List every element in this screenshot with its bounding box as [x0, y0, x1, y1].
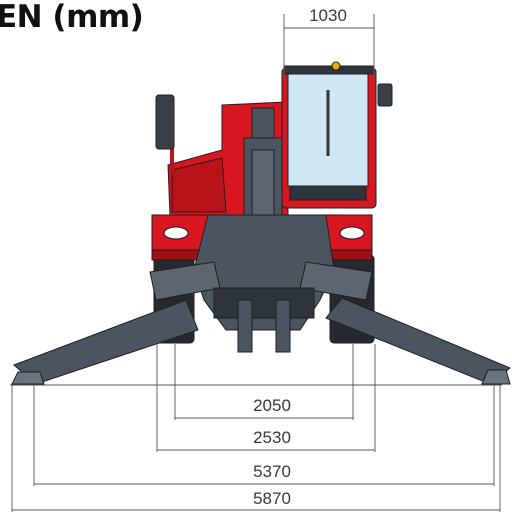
left-fork	[237, 299, 253, 353]
page-title: EN (mm)	[0, 0, 144, 35]
right-headlight	[339, 226, 365, 240]
dim-label-overall-width: 5870	[253, 489, 291, 508]
machine-illustration	[11, 61, 511, 385]
dim-label-pad-span: 5370	[253, 462, 291, 481]
beacon-light	[331, 61, 341, 71]
left-foot-pad	[11, 371, 45, 385]
boom-head	[251, 107, 275, 141]
right-foot-pad	[481, 369, 511, 385]
left-mirror	[155, 94, 175, 150]
mirror-arm	[170, 148, 217, 202]
axle-block	[213, 287, 315, 319]
right-fork	[275, 299, 291, 353]
cab-lower-dark	[289, 185, 367, 201]
dim-label-inner-track: 2050	[253, 396, 291, 415]
dim-label-cab-width: 1030	[309, 6, 347, 25]
right-outrigger-cylinder	[299, 261, 373, 301]
right-mirror	[377, 83, 393, 107]
dim-label-outer-track: 2530	[253, 428, 291, 447]
right-outrigger	[325, 297, 511, 385]
dimension-lines	[10, 14, 502, 512]
cab-roof	[283, 65, 375, 75]
left-headlight	[163, 226, 189, 240]
